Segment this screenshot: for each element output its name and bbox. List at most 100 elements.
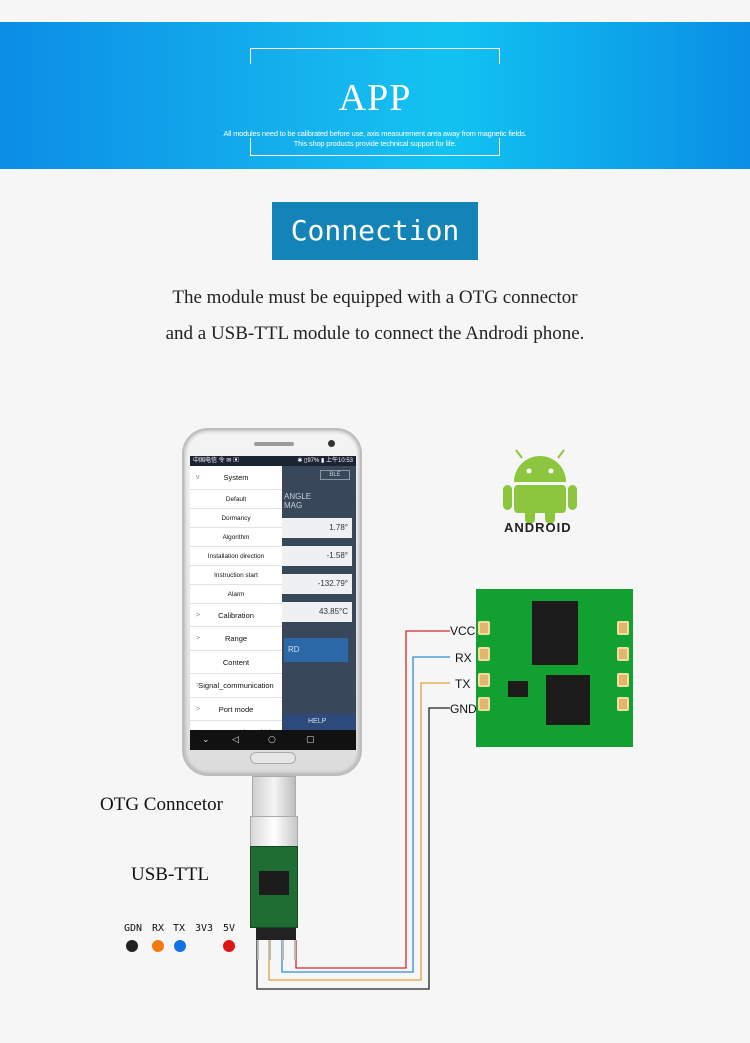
menu-item-label: Instruction start (214, 571, 258, 579)
board-pad (617, 673, 629, 687)
board-pad (617, 621, 629, 635)
board-pin-gnd: GND (450, 702, 477, 716)
title-frame-top (250, 48, 500, 64)
menu-item-label: System (223, 473, 249, 482)
otg-label: OTG Conncetor (100, 794, 223, 815)
board-main-chip (532, 601, 578, 665)
description-line-2: and a USB-TTL module to connect the Andr… (165, 323, 585, 344)
board-sensor-chip (546, 675, 590, 725)
menu-item-label: Installation direction (207, 552, 265, 560)
menu-chevron-icon: v (196, 474, 200, 481)
tab-mag[interactable]: MAG (284, 501, 303, 510)
value-4: 43.85°C (282, 602, 352, 622)
pin-leg (294, 940, 296, 960)
pin-leg (257, 940, 259, 960)
menu-item-label: Signal_communication (198, 681, 274, 690)
status-right: ✱ ▯97% ▮ 上午10:53 (297, 458, 353, 464)
subtitle-line-2: This shop products provide technical sup… (293, 139, 457, 148)
phone-home-button (250, 752, 296, 764)
pin-dot-gdn (126, 940, 138, 952)
status-bar: 中国电信 令 ✉ ▣ ✱ ▯97% ▮ 上午10:53 (190, 456, 356, 466)
pin-label-gdn: GDN (124, 923, 143, 934)
menu-item-label: Alarm (227, 590, 245, 598)
menu-chevron-icon: > (196, 611, 201, 619)
menu-item[interactable]: Installation direction (190, 547, 282, 566)
menu-item-label: Range (224, 634, 248, 643)
menu-chevron-icon: > (196, 705, 201, 713)
usb-ttl-label: USB-TTL (131, 864, 210, 885)
board-regulator (508, 681, 528, 697)
menu-item[interactable]: Algorithm (190, 528, 282, 547)
menu-chevron-icon: > (196, 635, 201, 642)
pin-label-3v3: 3V3 (195, 923, 214, 934)
board-pad (478, 697, 490, 711)
menu-item[interactable]: >Signal_communication (190, 674, 282, 698)
menu-item[interactable]: Content (190, 651, 282, 674)
pin-label-rx: RX (152, 923, 165, 934)
board-pad (617, 647, 629, 661)
board-pin-vcc: VCC (450, 624, 476, 638)
menu-item-label: Dormancy (221, 514, 251, 522)
wire-tx (268, 682, 450, 981)
board-pin-tx: TX (455, 677, 471, 691)
menu-item-label: Calibration (218, 610, 254, 620)
back-icon[interactable]: ◁ (232, 735, 239, 745)
value-2: -1.58° (282, 546, 352, 566)
usb-ttl-board (250, 846, 298, 928)
menu-item-label: Algorithm (222, 533, 250, 541)
help-button[interactable]: HELP (284, 714, 356, 730)
otg-connector (250, 816, 298, 850)
phone-screen: 中国电信 令 ✉ ▣ ✱ ▯97% ▮ 上午10:53 BLE ANGLE MA… (190, 456, 356, 750)
home-icon[interactable]: ○ (268, 735, 276, 745)
menu-item-label: Default (225, 495, 247, 503)
pin-label-tx: TX (173, 923, 186, 934)
pin-dot-5v (223, 940, 235, 952)
pin-leg (269, 940, 271, 960)
pin-dot-tx (174, 940, 186, 952)
value-3: -132.79° (282, 574, 352, 594)
android-wordmark: ANDROID (504, 520, 572, 535)
wire-gnd (256, 707, 450, 990)
menu-item-label: Content (222, 657, 250, 667)
pin-leg (282, 940, 284, 960)
menu-item[interactable]: Default (190, 490, 282, 509)
android-icon (503, 449, 577, 524)
menu-item[interactable]: > Range (190, 627, 282, 651)
android-phone: 中国电信 令 ✉ ▣ ✱ ▯97% ▮ 上午10:53 BLE ANGLE MA… (182, 428, 362, 776)
title-frame-bottom (250, 138, 500, 156)
menu-item[interactable]: > Port mode (190, 698, 282, 721)
menu-item[interactable]: > Calibration (190, 604, 282, 627)
board-pad (478, 673, 490, 687)
subtitle-line-1: All modules need to be calibrated before… (223, 129, 527, 138)
pin-dot-rx (152, 940, 164, 952)
status-left: 中国电信 令 ✉ ▣ (193, 458, 240, 464)
otg-plug (252, 776, 296, 818)
menu-item[interactable]: Instruction start (190, 566, 282, 585)
wire-rx (281, 656, 450, 973)
phone-camera (328, 440, 335, 447)
board-pad (617, 697, 629, 711)
menu-item[interactable]: Dormancy (190, 509, 282, 528)
ble-button[interactable]: BLE (320, 470, 350, 480)
page-title: APP (338, 77, 412, 119)
usb-ttl-header (256, 928, 296, 940)
header-banner: APP All modules need to be calibrated be… (0, 22, 750, 169)
menu-chevron-icon: > (196, 682, 201, 689)
description-line-1: The module must be equipped with a OTG c… (172, 287, 578, 308)
menu-item-label: Port mode (218, 704, 254, 714)
recents-icon[interactable]: ▢ (306, 735, 315, 745)
section-tag: Connection (272, 202, 478, 260)
record-button[interactable]: RD (284, 638, 348, 662)
tab-angle[interactable]: ANGLE (284, 492, 312, 501)
bg-tabs: ANGLE MAG (284, 492, 356, 510)
menu-item[interactable]: Alarm (190, 585, 282, 604)
chevron-down-icon[interactable]: ⌄ (202, 735, 210, 745)
nav-bar: ⌄ ◁ ○ ▢ (190, 730, 356, 750)
menu-item[interactable]: v System (190, 466, 282, 490)
usb-ttl-chip (259, 871, 289, 895)
board-pin-rx: RX (455, 651, 472, 665)
pin-label-5v: 5V (223, 923, 236, 934)
phone-speaker (254, 442, 294, 446)
